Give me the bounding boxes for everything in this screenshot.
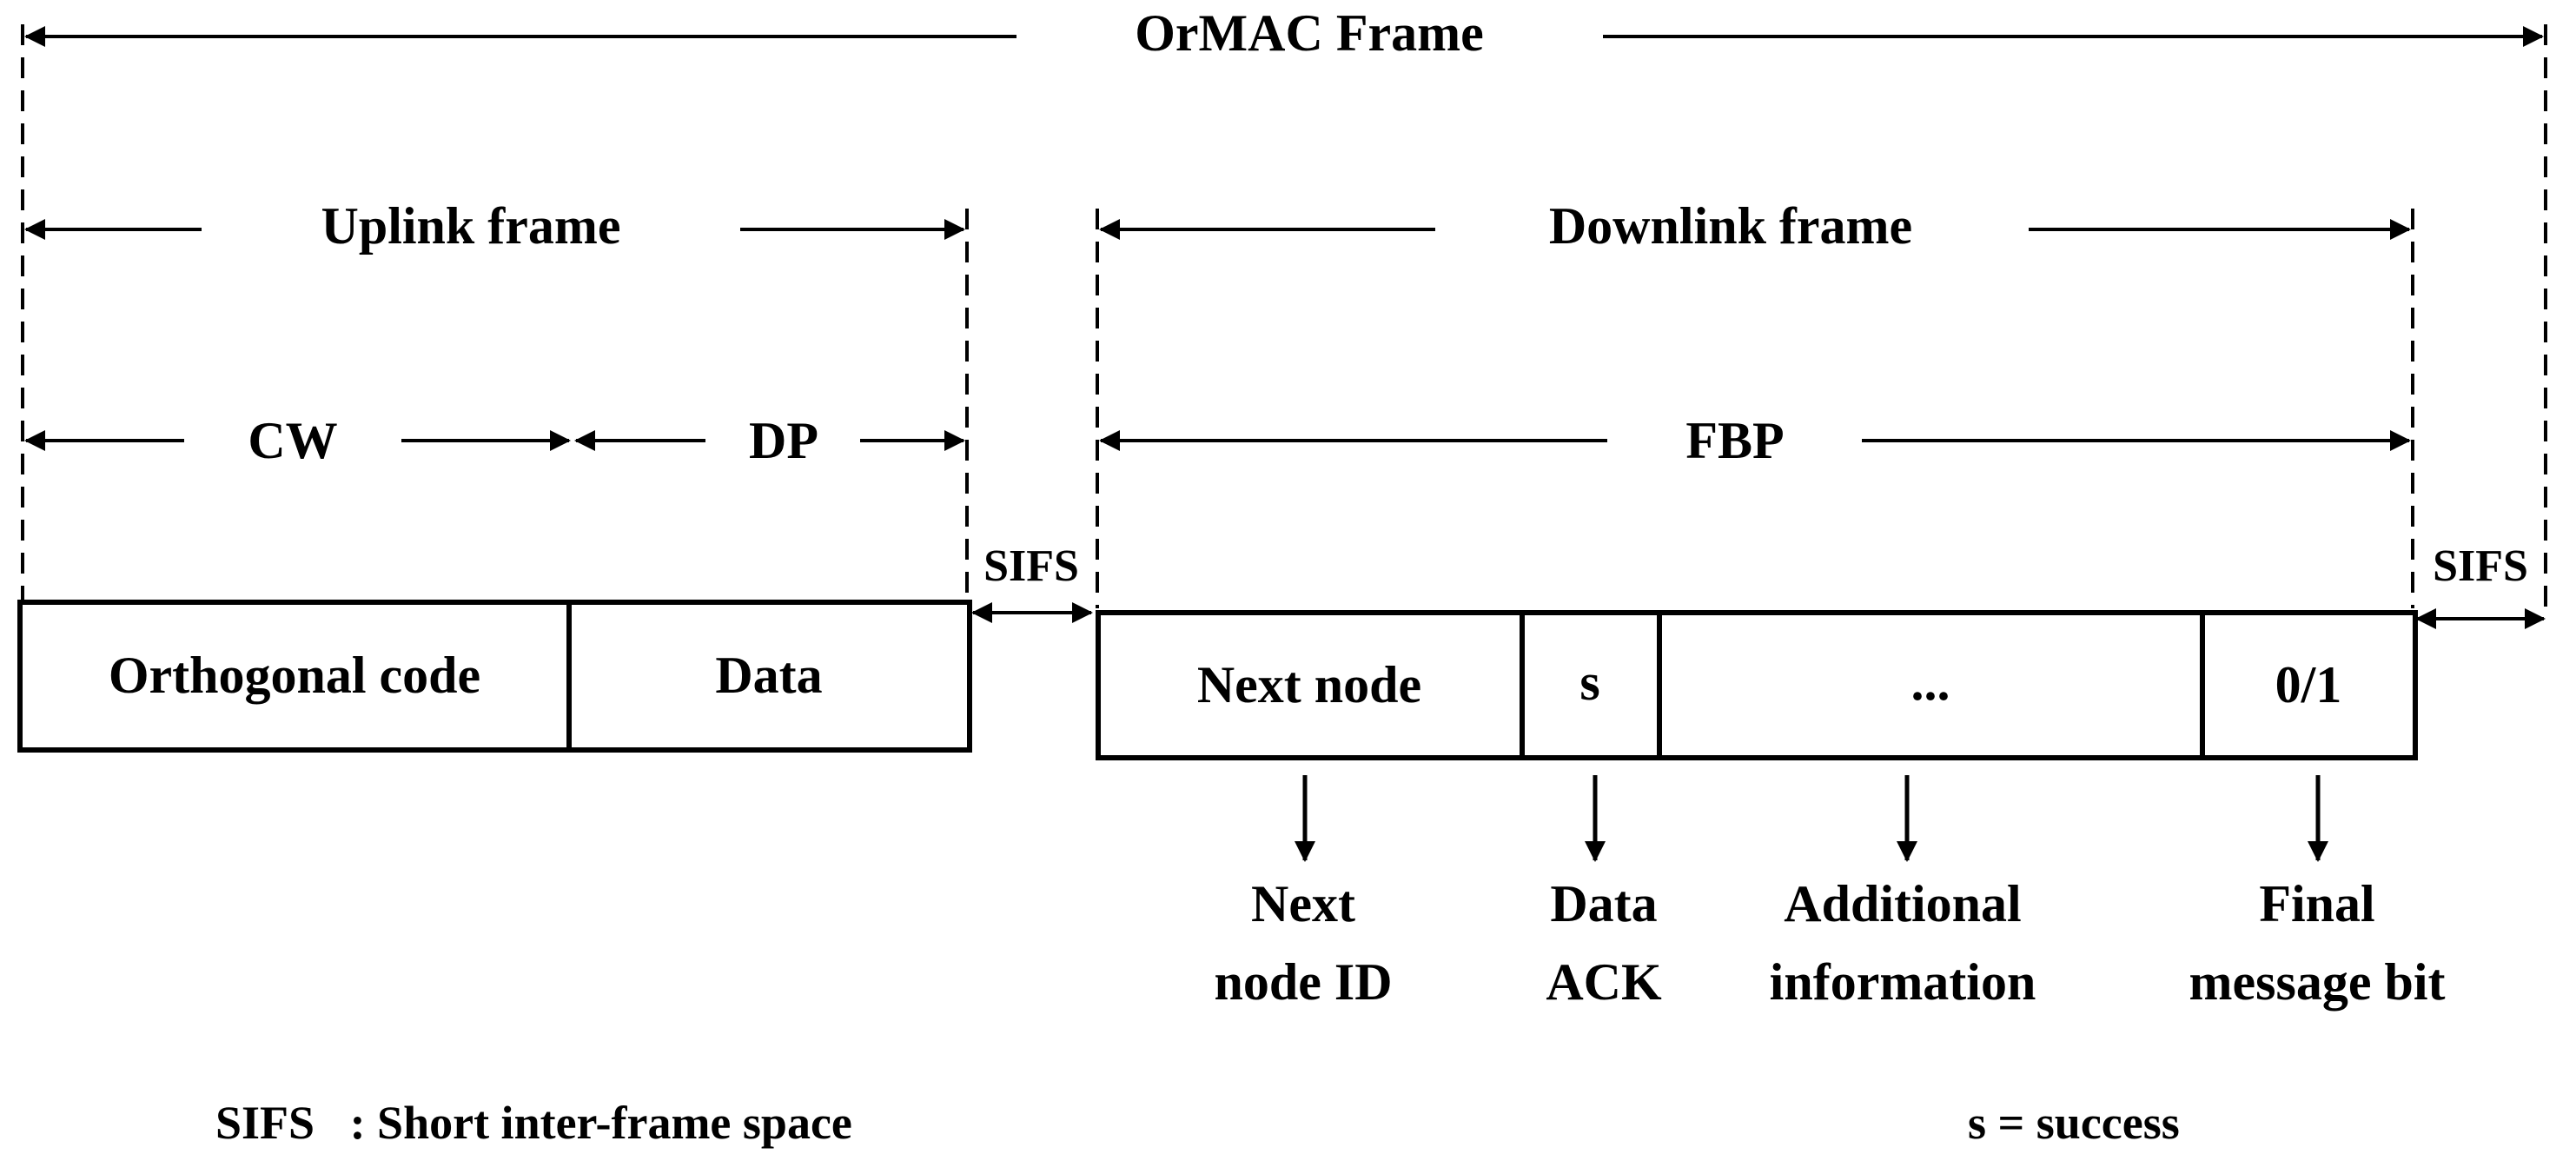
cw-label: CW bbox=[248, 412, 337, 469]
downlink-box-outline bbox=[1096, 610, 2418, 760]
desc-additional-line1: Additional bbox=[1784, 875, 2021, 932]
field-descriptions: Next node ID Data ACK Additional informa… bbox=[1214, 875, 2445, 1011]
field-final-bit: 0/1 bbox=[2275, 656, 2342, 713]
desc-final-bit-line2: message bit bbox=[2189, 953, 2446, 1011]
desc-next-node-line2: node ID bbox=[1214, 953, 1392, 1011]
ormac-frame-title: OrMAC Frame bbox=[1135, 4, 1483, 62]
dp-label: DP bbox=[749, 412, 818, 469]
legend-success: s = success bbox=[1968, 1097, 2180, 1149]
uplink-fields-box: Orthogonal code Data bbox=[17, 600, 972, 753]
legend-sifs: SIFS : Short inter-frame space bbox=[215, 1097, 852, 1149]
desc-data-ack-line2: ACK bbox=[1546, 953, 1662, 1011]
field-additional: ... bbox=[1911, 653, 1950, 711]
desc-additional-line2: information bbox=[1770, 953, 2036, 1011]
field-data: Data bbox=[715, 647, 822, 704]
field-next-node: Next node bbox=[1197, 656, 1421, 713]
sifs-left-label: SIFS bbox=[983, 541, 1079, 591]
uplink-frame-label: Uplink frame bbox=[321, 197, 621, 255]
sifs-right-label: SIFS bbox=[2433, 541, 2528, 591]
dashed-boundaries bbox=[21, 24, 2547, 608]
desc-data-ack-line1: Data bbox=[1550, 875, 1657, 932]
field-success-flag: s bbox=[1579, 653, 1599, 711]
downlink-frame-label: Downlink frame bbox=[1549, 197, 1912, 255]
description-arrows bbox=[1295, 775, 2328, 862]
desc-final-bit-line1: Final bbox=[2259, 875, 2374, 932]
fbp-label: FBP bbox=[1685, 412, 1784, 469]
downlink-fields-box: Next node s ... 0/1 bbox=[1096, 610, 2418, 760]
field-orthogonal-code: Orthogonal code bbox=[109, 647, 480, 704]
uplink-box-outline bbox=[17, 600, 972, 753]
desc-next-node-line1: Next bbox=[1251, 875, 1355, 932]
